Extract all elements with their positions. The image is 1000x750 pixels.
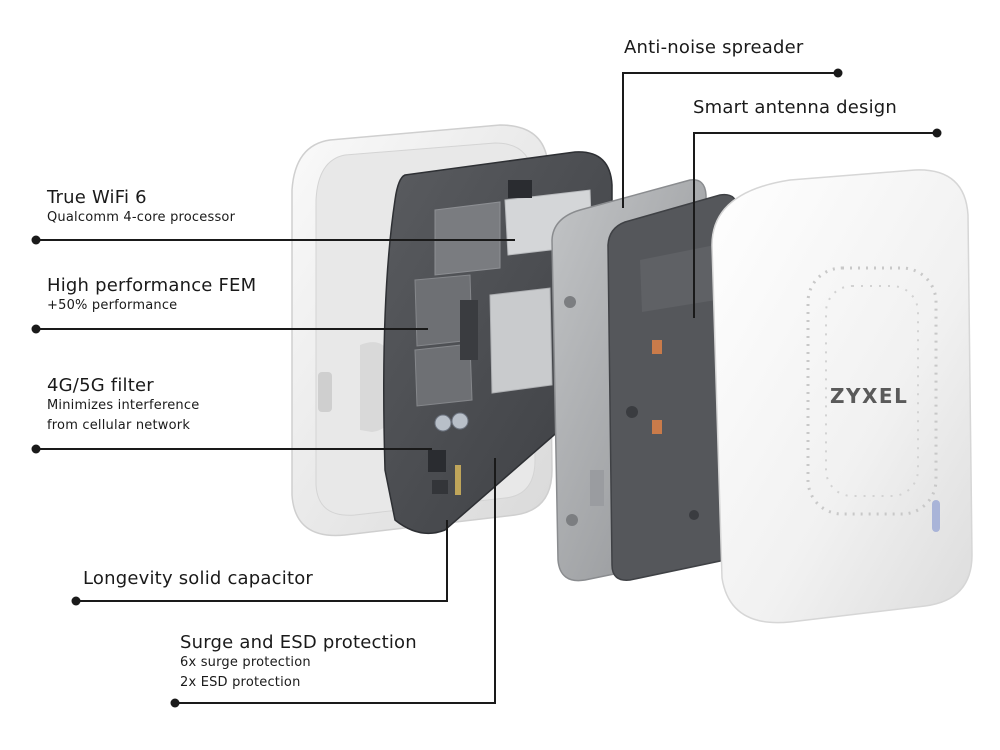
- callout-fem-title: High performance FEM: [47, 275, 257, 296]
- dot-antenna: [932, 128, 942, 138]
- leader-spreader: [622, 72, 838, 208]
- leader-surge: [175, 458, 496, 704]
- callout-filter-title: 4G/5G filter: [47, 375, 154, 396]
- callout-fem-sub-1: +50% performance: [47, 298, 178, 313]
- callout-surge: Surge and ESD protection 6x surge protec…: [180, 632, 417, 693]
- leader-dots: [31, 68, 942, 708]
- callout-surge-title: Surge and ESD protection: [180, 632, 417, 653]
- callout-spreader-title: Anti-noise spreader: [624, 37, 804, 58]
- callout-wifi-title: True WiFi 6: [47, 187, 147, 208]
- leader-lines: [36, 72, 937, 704]
- dot-spreader: [833, 68, 843, 78]
- callout-filter: 4G/5G filter Minimizes interference from…: [47, 375, 199, 436]
- callout-wifi-sub-1: Qualcomm 4-core processor: [47, 210, 236, 225]
- callout-fem: High performance FEM +50% performance: [47, 275, 256, 316]
- top-cover: [711, 169, 973, 624]
- leader-antenna: [693, 132, 937, 318]
- dot-capacitor: [71, 596, 81, 606]
- dot-filter: [31, 444, 41, 454]
- callout-filter-sub-1: Minimizes interference: [47, 398, 200, 413]
- dot-surge: [170, 698, 180, 708]
- callout-capacitor-title: Longevity solid capacitor: [83, 568, 314, 589]
- callout-surge-sub-1: 6x surge protection: [180, 655, 311, 670]
- dot-wifi: [31, 235, 41, 245]
- callout-wifi: True WiFi 6 Qualcomm 4-core processor: [47, 187, 235, 228]
- dot-fem: [31, 324, 41, 334]
- zyxel-logo: ZYXEL: [830, 384, 909, 408]
- leader-capacitor: [76, 520, 448, 602]
- callout-filter-sub-2: from cellular network: [47, 418, 191, 433]
- callout-surge-sub-2: 2x ESD protection: [180, 675, 301, 690]
- callout-antenna-title: Smart antenna design: [693, 97, 898, 118]
